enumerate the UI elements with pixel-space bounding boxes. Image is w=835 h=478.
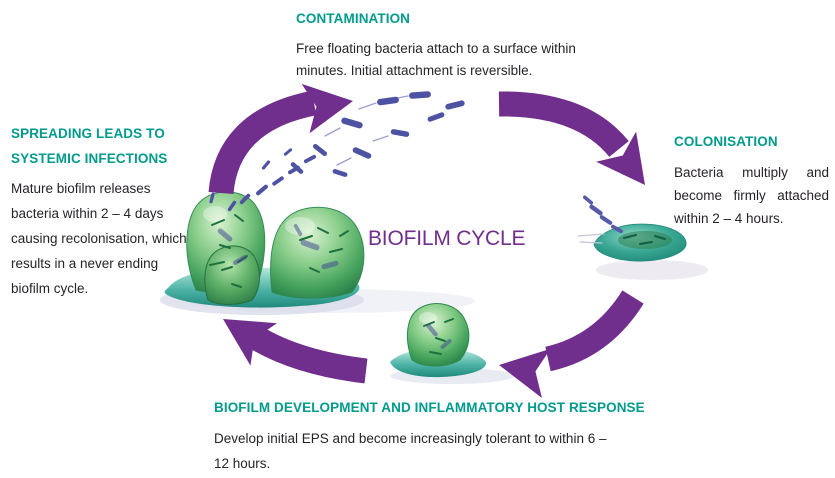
- mature-biofilm-illustration: [160, 191, 475, 315]
- colonisation-biofilm-illustration: [577, 194, 708, 280]
- curved-arrow-bottom-left: [209, 297, 368, 384]
- stage-contamination: CONTAMINATION Free floating bacteria att…: [296, 8, 628, 83]
- stage-colonisation: COLONISATION Bacteria multiply and becom…: [674, 131, 829, 230]
- stage-development: BIOFILM DEVELOPMENT AND INFLAMMATORY HOS…: [214, 397, 650, 477]
- free-bacteria-illustration: [289, 91, 466, 178]
- stage-heading: SPREADING LEADS TO SYSTEMIC INFECTIONS: [11, 126, 168, 166]
- stage-heading: COLONISATION: [674, 134, 778, 149]
- stage-body: Bacteria multiply and become firmly atta…: [674, 164, 829, 227]
- diagram-title: BIOFILM CYCLE: [368, 227, 526, 250]
- early-biofilm-illustration: [390, 303, 514, 384]
- stage-body: Mature biofilm releases bacteria within …: [11, 181, 187, 296]
- stage-heading: BIOFILM DEVELOPMENT AND INFLAMMATORY HOS…: [214, 400, 645, 415]
- stage-heading: CONTAMINATION: [296, 11, 411, 26]
- curved-arrow-top-right: [498, 91, 665, 201]
- curved-arrow-bottom-right: [494, 290, 644, 398]
- stage-body: Develop initial EPS and become increasin…: [214, 430, 607, 471]
- stage-spreading: SPREADING LEADS TO SYSTEMIC INFECTIONS M…: [11, 122, 189, 302]
- stage-body: Free floating bacteria attach to a surfa…: [296, 40, 576, 79]
- curved-arrow-top-left: [208, 76, 357, 195]
